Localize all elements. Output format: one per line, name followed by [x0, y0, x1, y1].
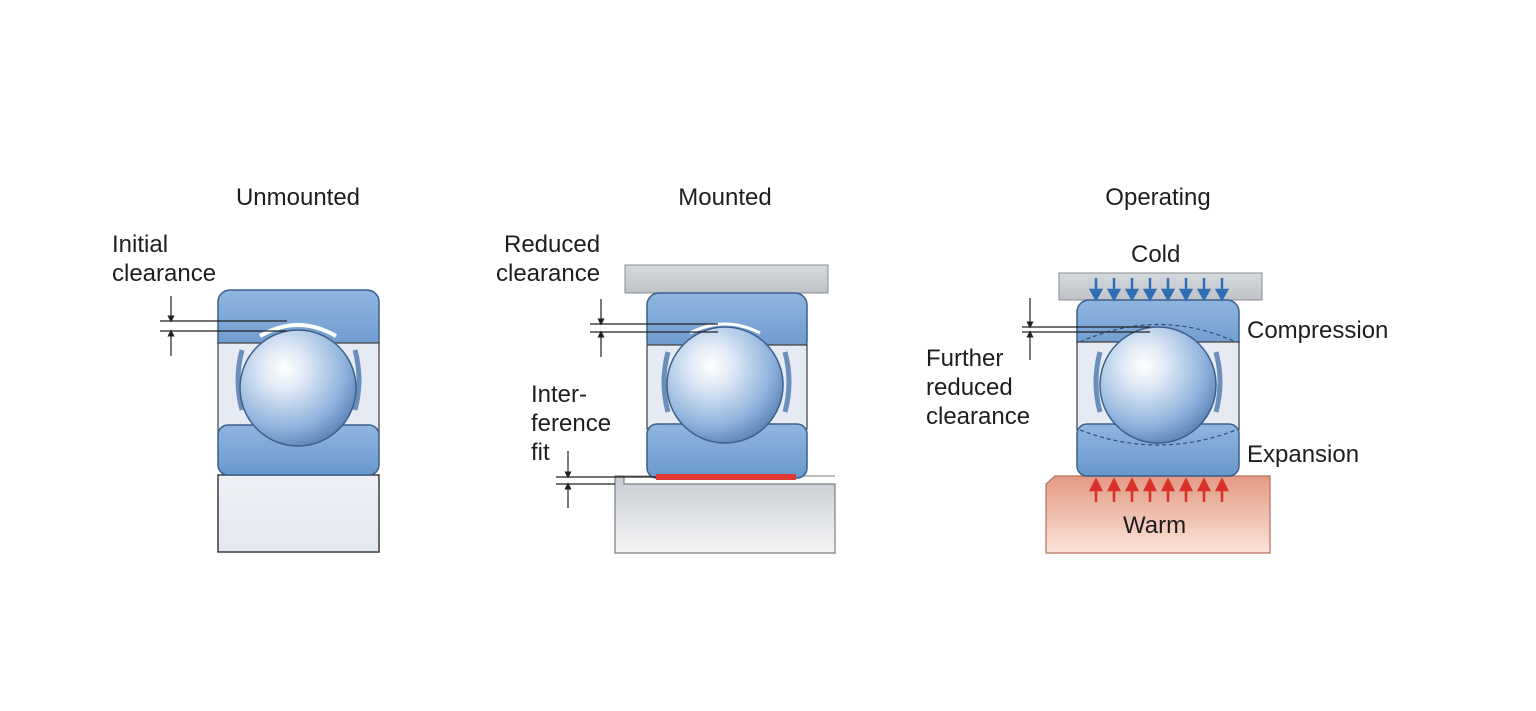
mounted-bearing [556, 264, 836, 554]
cold-arrow [1196, 278, 1212, 302]
warm-arrow [1142, 477, 1158, 502]
interference-fit-label-line3: fit [531, 439, 550, 466]
cold-arrow [1178, 278, 1194, 302]
reduced-clearance-label-line1: Reduced [504, 231, 601, 258]
cold-arrow [1088, 278, 1104, 302]
cold-arrow [1214, 278, 1230, 302]
further-reduced-clearance-line1: Further [926, 345, 1004, 372]
compression-label: Compression [1247, 317, 1389, 344]
warm-arrow [1088, 477, 1104, 502]
warm-arrow [1214, 477, 1230, 502]
panel-title-mounted: Mounted [678, 184, 772, 211]
warm-arrow [1196, 477, 1212, 502]
cold-arrow [1124, 278, 1140, 302]
initial-clearance-label-line1: Initial [112, 231, 169, 258]
unmounted-bearing [160, 289, 380, 553]
warm-arrow [1178, 477, 1194, 502]
interference-fit-label-line1: Inter- [531, 381, 588, 408]
cold-arrow [1106, 278, 1122, 302]
expansion-label: Expansion [1247, 441, 1360, 468]
reduced-clearance-label-line2: clearance [496, 260, 601, 287]
cold-label: Cold [1131, 241, 1181, 268]
warm-arrow [1106, 477, 1122, 502]
operating-bearing [1022, 272, 1271, 554]
interference-fit-label-line2: ference [531, 410, 612, 437]
warm-expansion-arrows [1088, 477, 1230, 502]
cold-arrow [1160, 278, 1176, 302]
warm-label: Warm [1123, 512, 1187, 539]
further-reduced-clearance-line2: reduced [926, 374, 1013, 401]
warm-arrow [1124, 477, 1140, 502]
warm-arrow [1160, 477, 1176, 502]
cold-arrow [1142, 278, 1158, 302]
further-reduced-clearance-line3: clearance [926, 403, 1031, 430]
panel-title-operating: Operating [1105, 184, 1211, 211]
cold-compression-arrows [1088, 278, 1230, 302]
panel-title-unmounted: Unmounted [235, 184, 361, 211]
initial-clearance-label-line2: clearance [112, 260, 217, 287]
